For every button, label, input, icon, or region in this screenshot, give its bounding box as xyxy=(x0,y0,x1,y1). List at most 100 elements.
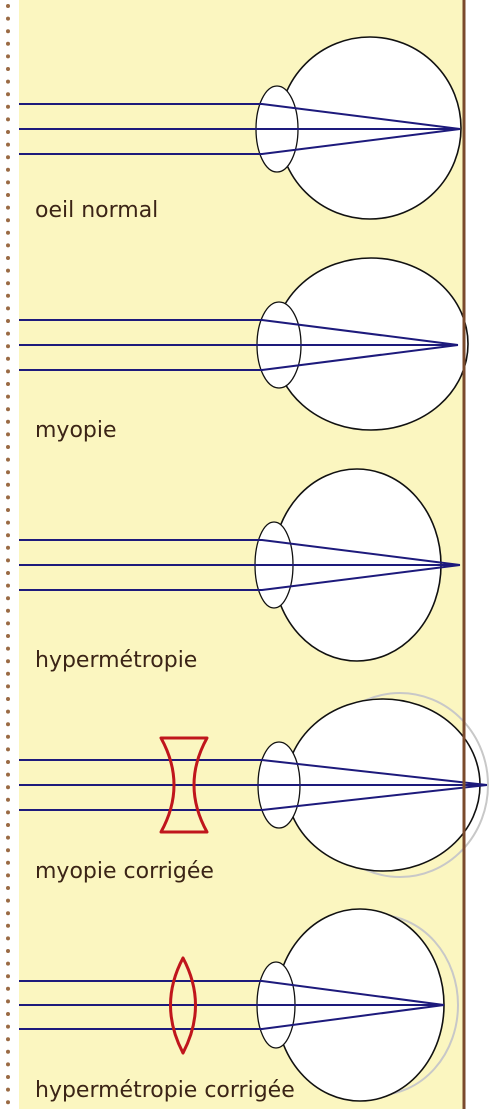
binding-dot xyxy=(6,835,10,840)
binding-dot xyxy=(6,445,10,449)
binding-dot xyxy=(6,243,10,248)
binding-dot xyxy=(6,268,10,273)
binding-dot xyxy=(6,67,10,71)
panel-myopia-corrected: myopie corrigée xyxy=(19,692,489,884)
binding-dot xyxy=(6,1037,10,1042)
binding-dot xyxy=(6,319,10,323)
binding-dot xyxy=(6,1012,10,1016)
binding-dot xyxy=(6,155,10,160)
panel-hyperopia: hypermétropie xyxy=(19,468,461,673)
panel-normal-eye: oeil normal xyxy=(19,36,462,223)
binding-dot xyxy=(6,772,10,777)
binding-dot xyxy=(6,167,10,172)
binding-dot xyxy=(6,999,10,1004)
binding-dot xyxy=(6,608,10,613)
label-normal-eye: oeil normal xyxy=(35,198,158,223)
binding-dot xyxy=(6,4,10,8)
binding-dot xyxy=(6,709,10,714)
binding-dot xyxy=(6,785,10,790)
binding-dot xyxy=(6,747,10,752)
binding-dot xyxy=(6,356,10,361)
binding-dot xyxy=(6,142,10,147)
divergent-lens xyxy=(159,736,209,834)
binding-dot xyxy=(6,293,10,298)
binding-dot xyxy=(6,949,10,953)
label-myopia-corrected: myopie corrigée xyxy=(35,859,214,884)
binding-dot xyxy=(6,923,10,928)
binding-dot xyxy=(6,79,10,84)
binding-dot xyxy=(6,671,10,676)
binding-dot xyxy=(6,331,10,336)
binding-dot xyxy=(6,533,10,538)
binding-dot xyxy=(6,1087,10,1092)
panel-myopia: myopie xyxy=(19,257,469,443)
panel-hyperopia-corrected: hypermétropie corrigée xyxy=(19,908,459,1103)
binding-dot xyxy=(6,898,10,903)
binding-dot xyxy=(6,369,10,374)
light-ray-bottom xyxy=(19,784,488,811)
binding-dot xyxy=(6,634,10,638)
binding-dot xyxy=(6,281,10,286)
binding-dot xyxy=(6,936,10,941)
binding-dot xyxy=(6,974,10,979)
binding-dot xyxy=(6,1100,10,1105)
binding-dot xyxy=(6,16,10,21)
light-ray-top xyxy=(19,539,461,566)
label-hyperopia-corrected: hypermétropie corrigée xyxy=(35,1078,295,1103)
binding-dot xyxy=(6,508,10,512)
binding-dot xyxy=(6,218,10,223)
label-hyperopia: hypermétropie xyxy=(35,648,197,673)
binding-dot xyxy=(6,29,10,34)
binding-dot xyxy=(6,986,10,991)
label-myopia: myopie xyxy=(35,418,117,443)
binding-dot xyxy=(6,180,10,185)
binding-dot xyxy=(6,457,10,462)
binding-dot xyxy=(6,394,10,399)
binding-dot xyxy=(6,684,10,689)
binding-dot xyxy=(6,1024,10,1029)
light-ray-bottom xyxy=(19,344,459,371)
binding-dots xyxy=(6,4,10,1105)
binding-dot xyxy=(6,722,10,727)
binding-dot xyxy=(6,810,10,815)
binding-dot xyxy=(6,886,10,890)
binding-dot xyxy=(6,596,10,601)
binding-dot xyxy=(6,823,10,827)
binding-dot xyxy=(6,41,10,46)
binding-dot xyxy=(6,520,10,525)
binding-dot xyxy=(6,306,10,311)
binding-dot xyxy=(6,407,10,412)
binding-dot xyxy=(6,545,10,550)
binding-dot xyxy=(6,961,10,966)
binding-dot xyxy=(6,495,10,500)
light-ray-top xyxy=(19,103,461,130)
binding-dot xyxy=(6,193,10,197)
binding-dot xyxy=(6,659,10,664)
binding-dot xyxy=(6,873,10,878)
binding-dot xyxy=(6,621,10,626)
light-ray-top xyxy=(19,759,488,786)
binding-dot xyxy=(6,344,10,349)
binding-dot xyxy=(6,104,10,109)
light-ray-top xyxy=(19,980,445,1006)
binding-dot xyxy=(6,911,10,916)
light-ray-top xyxy=(19,319,459,346)
light-ray-bottom xyxy=(19,564,461,591)
binding-dot xyxy=(6,583,10,588)
binding-dot xyxy=(6,1062,10,1067)
binding-dot xyxy=(6,130,10,134)
binding-dot xyxy=(6,92,10,97)
binding-dot xyxy=(6,54,10,59)
binding-dot xyxy=(6,419,10,424)
binding-dot xyxy=(6,482,10,487)
binding-dot xyxy=(6,697,10,701)
binding-dot xyxy=(6,117,10,122)
binding-dot xyxy=(6,848,10,853)
binding-dot xyxy=(6,382,10,386)
light-ray-bottom xyxy=(19,1004,445,1030)
binding-dot xyxy=(6,205,10,210)
binding-dot xyxy=(6,558,10,563)
binding-dot xyxy=(6,470,10,475)
binding-dot xyxy=(6,646,10,651)
